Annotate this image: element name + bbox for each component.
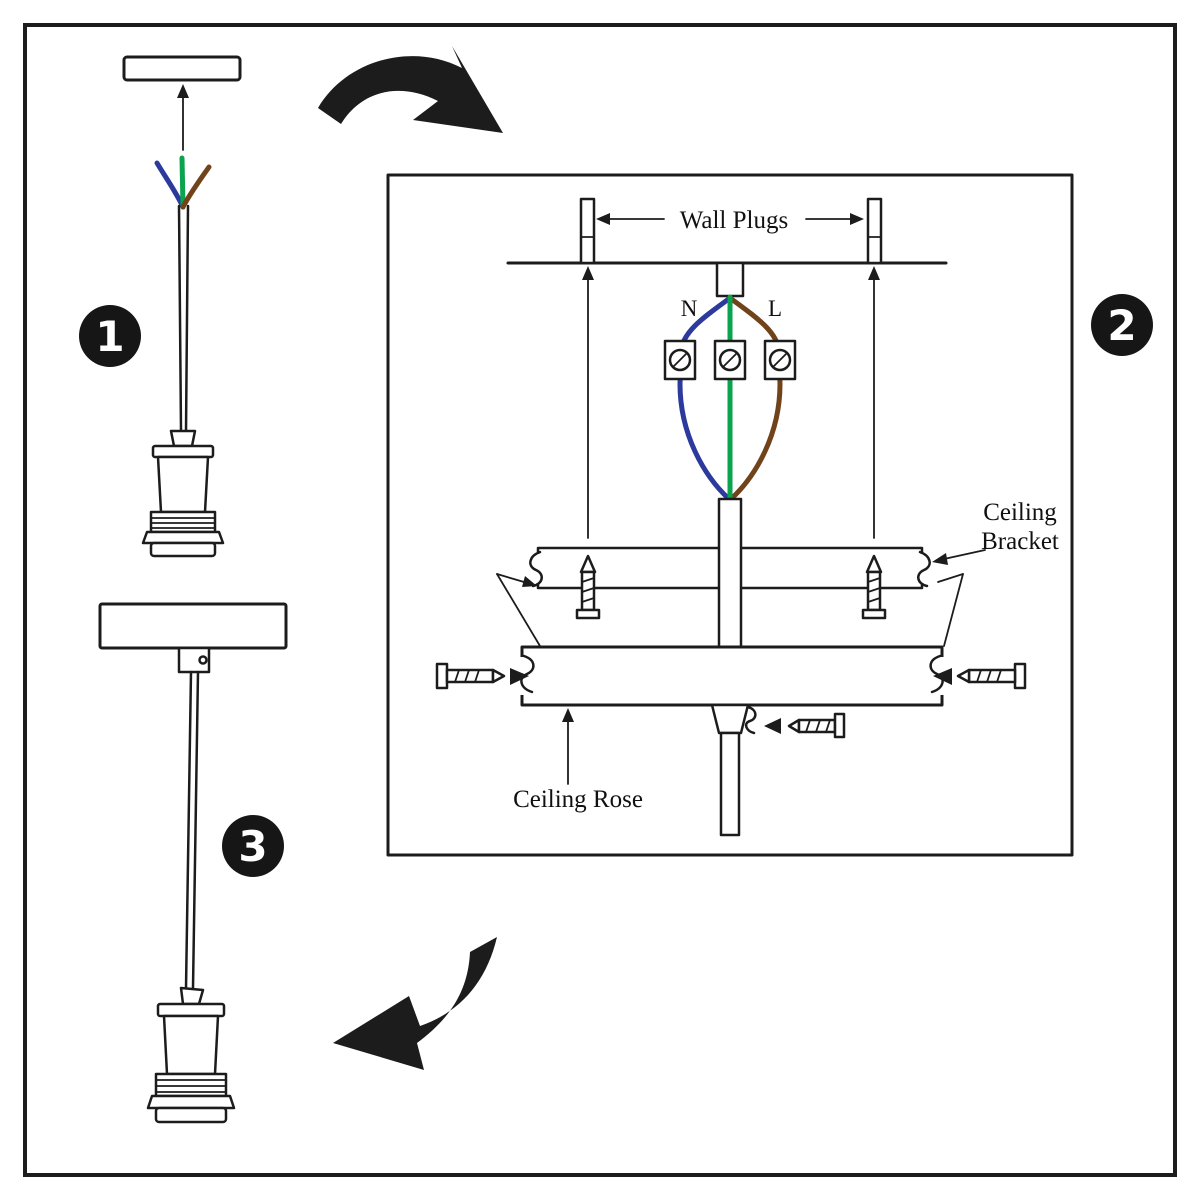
screw-arrow-left-icon [510,668,529,685]
ceiling-rose [515,645,949,707]
ceiling-rose-label: Ceiling Rose [513,786,643,813]
step-1-badge [79,305,141,367]
wire-live [727,295,783,502]
bracket-screw-left [575,554,601,620]
terminal-block-live [763,339,797,381]
wall-plug-right [866,197,883,265]
step-2-badge [1091,294,1153,356]
rose-screw-left [435,662,529,690]
wire-neutral [677,295,733,502]
step-3-badge [222,815,284,877]
step-1-pendant-assembly: 1 [79,55,242,558]
curved-arrow-top-icon [318,46,503,133]
wiring-diagram-panel: Wall Plugs N L [386,173,1074,857]
wall-plugs-arrow-right-head-icon [850,213,864,225]
ceiling-bracket-arrow-head-icon [932,553,948,565]
ceiling-bracket-label-line2: Bracket [981,528,1059,555]
step-3-installed-pendant: 3 [98,602,288,1124]
cord-grip [710,703,757,735]
rose-screw-right [933,662,1027,690]
alignment-arrow-left-head-icon [582,266,594,280]
pendant-cord [184,670,200,990]
step-3-number: 3 [238,822,267,871]
wire-earth [179,155,186,210]
bracket-leader-left [496,573,541,647]
lamp-holder [141,429,225,558]
wire-live [180,164,212,210]
wall-plugs-arrow-left-head-icon [596,213,610,225]
terminal-block-earth [713,339,747,381]
ceiling-bracket-arrow-line [943,549,986,560]
pendant-rod-lower [719,731,741,837]
neutral-label: N [681,296,698,321]
step-2-number: 2 [1107,301,1136,350]
rose-nipple [177,646,211,674]
up-arrow-head-icon [177,84,189,98]
bracket-screw-right [861,554,887,620]
ceiling-cable-stub [715,261,745,298]
terminal-block-neutral [663,339,697,381]
grip-arrow-icon [764,718,781,734]
wall-plug-left [579,197,596,265]
pendant-cord [177,204,190,433]
lamp-holder [146,986,236,1124]
ceiling-bracket-label-line1: Ceiling [983,499,1057,526]
live-label: L [768,296,782,321]
bracket-leader-right [937,573,964,647]
grip-screw [764,712,846,739]
ceiling-rose-arrow-head-icon [562,708,574,722]
step-1-number: 1 [95,312,124,361]
pendant-rod-upper [717,497,743,651]
alignment-arrow-right-head-icon [868,266,880,280]
mounting-strip [122,55,242,82]
ceiling-rose-plate [98,602,288,650]
wall-plugs-label: Wall Plugs [680,207,788,234]
screw-arrow-right-icon [933,668,952,685]
curved-arrow-bottom-icon [333,937,497,1070]
